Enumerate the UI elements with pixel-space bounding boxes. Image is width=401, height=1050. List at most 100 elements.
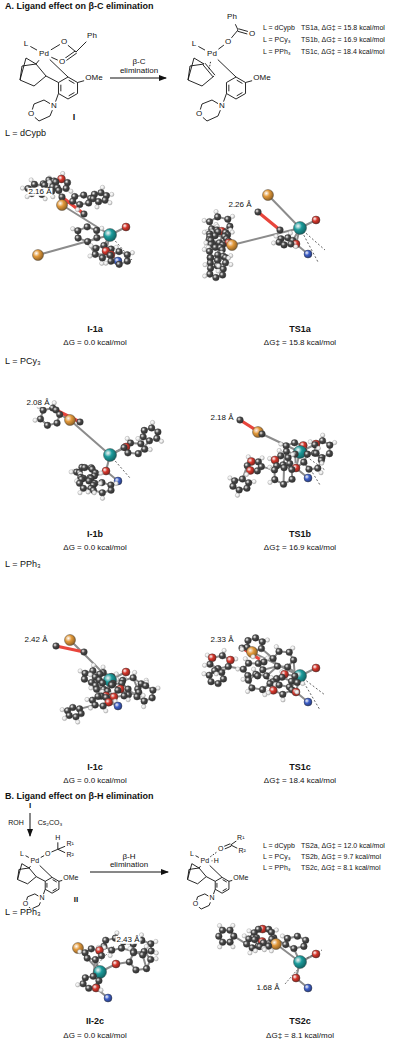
atom-ball (88, 254, 92, 258)
scheme-structure (45, 881, 46, 889)
ligand-label: L = PCy₃ (262, 36, 292, 43)
scheme-structure (40, 866, 52, 878)
atom-ball (102, 197, 109, 204)
scheme-structure (34, 76, 46, 86)
atom-ball (90, 973, 97, 980)
atom-ball (148, 948, 155, 955)
scheme-structure (210, 866, 222, 878)
atom-ball (73, 714, 80, 721)
atom-ball (225, 663, 232, 670)
atom-ball (75, 227, 82, 234)
ball-and-stick-model (20, 171, 134, 267)
atom-ball (206, 218, 213, 225)
atom-ball (69, 198, 76, 205)
scheme-structure (20, 58, 26, 80)
energy-label: TS1c, ΔG‡ = 18.4 kcal/mol (300, 48, 385, 55)
scheme-structure (236, 94, 246, 100)
ligand-label: L = dCypb (262, 842, 296, 849)
atom-ball (84, 224, 91, 231)
distance-label: 2.43 Å (115, 936, 140, 944)
atom-ball (202, 218, 206, 222)
atom-ball (254, 673, 261, 680)
atom-ball (304, 984, 312, 992)
scheme-structure (203, 65, 213, 77)
scheme-structure (246, 81, 253, 83)
scheme-structure (224, 94, 227, 102)
atom-ball (313, 450, 320, 457)
atom-ball (239, 476, 246, 483)
scheme-structure (222, 877, 229, 881)
atom-label: L (23, 40, 29, 48)
scheme-structure (198, 46, 205, 50)
atom-ball (77, 419, 84, 426)
atom-ball (85, 200, 92, 207)
atom-ball (214, 262, 221, 269)
scheme-structure (209, 62, 211, 70)
bond-stick (38, 235, 110, 255)
atom-ball (302, 937, 309, 944)
atom-ball (104, 449, 117, 462)
atom-ball (66, 712, 73, 719)
scheme-structure (26, 58, 36, 64)
atom-label: OMe (232, 874, 249, 881)
atom-ball (154, 957, 158, 961)
atom-ball (304, 250, 312, 258)
atom-ball (294, 222, 307, 235)
atom-ball (141, 698, 148, 705)
atom-label: R¹ (65, 841, 74, 848)
arrow-label: elimination (119, 67, 159, 75)
atom-ball (40, 407, 47, 414)
atom-ball (285, 454, 292, 461)
energy-label: ΔG‡ = 18.4 kcal/mol (263, 777, 337, 785)
atom-ball (89, 244, 93, 248)
scheme-structure (58, 846, 66, 849)
atom-ball (108, 682, 115, 689)
atom-ball (247, 929, 251, 933)
atom-ball (112, 960, 120, 968)
atom-ball (284, 664, 291, 671)
energy-label: ΔG‡ = 8.1 kcal/mol (265, 1032, 335, 1040)
ligand-label: L = PPh₃ (262, 864, 292, 871)
atom-ball (100, 261, 104, 265)
atom-ball (141, 427, 148, 434)
atom-ball (319, 437, 326, 444)
scheme-structure (29, 868, 36, 877)
atom-ball (115, 931, 119, 935)
scheme-structure (52, 877, 59, 881)
atom-ball (88, 672, 92, 676)
atom-ball (236, 487, 243, 494)
atom-ball (312, 950, 320, 958)
atom-ball (216, 269, 220, 273)
atom-ball (283, 448, 290, 455)
structure-name: I-1b (86, 530, 104, 539)
scheme-structure (206, 877, 215, 882)
atom-ball (75, 235, 82, 242)
atom-label: Pd (200, 857, 211, 864)
scheme-structure (39, 116, 50, 121)
atom-label: L (191, 40, 197, 48)
ligand-label: L = PCy₃ (262, 853, 292, 860)
atom-ball (202, 247, 206, 251)
atom-ball (251, 655, 255, 659)
atom-ball (141, 693, 145, 697)
atom-ball (245, 637, 252, 644)
atom-ball (248, 951, 252, 955)
atom-ball (251, 936, 258, 943)
scheme-structure (45, 889, 52, 893)
scheme-structure (18, 880, 28, 884)
scheme-structure (228, 85, 229, 92)
atom-ball (280, 481, 287, 488)
atom-label: Pd (38, 50, 50, 58)
atom-ball (147, 956, 154, 963)
atom-label: Pd (206, 50, 218, 58)
atom-ball (104, 229, 117, 242)
atom-ball (91, 663, 95, 667)
atom-ball (312, 216, 320, 224)
atom-ball (56, 411, 63, 418)
reaction-arrow (90, 872, 168, 873)
atom-ball (263, 673, 270, 680)
atom-ball (92, 956, 99, 963)
atom-ball (37, 416, 44, 423)
atom-ball (214, 672, 218, 676)
scheme-structure (188, 24, 252, 121)
